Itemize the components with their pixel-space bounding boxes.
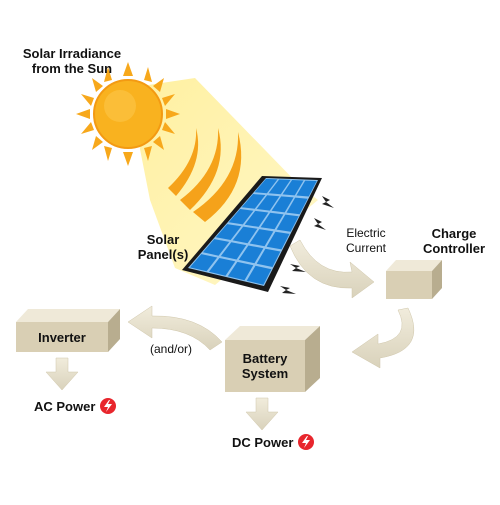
charge-controller-box [386, 260, 442, 299]
solar-cell [260, 212, 284, 230]
arrow-panel-to-controller [289, 239, 375, 299]
solar-cell [215, 224, 242, 240]
solar-cell [227, 261, 254, 281]
solar-cell [208, 258, 236, 276]
solar-cell [228, 209, 254, 225]
solar-cell [249, 229, 274, 247]
current-label-line-2: Current [345, 241, 386, 255]
solar-cell [268, 179, 291, 195]
inverter-label: Inverter [38, 330, 86, 345]
sun-label: Solar Irradiance from the Sun [12, 46, 132, 76]
dc-power-output: DC Power [232, 434, 315, 450]
electric-current-label: Electric Current [336, 226, 396, 256]
panel-label-line-2: Panel(s) [137, 247, 189, 262]
current-label-line-1: Electric [346, 226, 386, 240]
solar-cell [276, 214, 299, 232]
panel-label-line-1: Solar [146, 232, 180, 247]
arrow-controller-to-battery [351, 307, 415, 369]
and-or-label: (and/or) [150, 342, 193, 356]
solar-cell [189, 254, 218, 272]
electric-sparks-icon [280, 196, 334, 294]
lightning-bolt-icon [100, 398, 117, 414]
solar-cell [296, 180, 317, 197]
sun-label-line-2: from the Sun [31, 61, 113, 76]
solar-panel-label: Solar Panel(s) [128, 232, 198, 262]
arrow-battery-to-inverter [127, 305, 223, 351]
ac-power-output: AC Power [34, 398, 117, 414]
sun-icon [76, 62, 180, 166]
arrow-inverter-down [45, 357, 79, 391]
dc-power-label: DC Power [232, 434, 294, 450]
arrow-battery-down [245, 397, 279, 431]
solar-cell [271, 196, 294, 213]
solar-cell [241, 194, 266, 209]
solar-cell [256, 195, 280, 211]
solar-cell [282, 180, 304, 196]
controller-label-line-2: Controller [422, 241, 486, 256]
solar-cell [238, 245, 264, 264]
lightning-bolt-icon [298, 434, 315, 450]
sun-label-line-1: Solar Irradiance [22, 46, 122, 61]
ac-power-label: AC Power [34, 398, 96, 414]
inverter-box [16, 309, 120, 352]
solar-cell [202, 239, 230, 256]
solar-cell [266, 231, 290, 250]
battery-label-line-1: Battery [242, 351, 288, 366]
radiation-waves [168, 128, 242, 222]
battery-label-line-2: System [241, 366, 289, 381]
battery-system-label: Battery System [225, 351, 305, 381]
controller-label-line-1: Charge [431, 226, 477, 241]
battery-system-box [225, 326, 320, 392]
solar-cell [256, 248, 281, 267]
solar-panel [182, 176, 322, 292]
solar-cell [286, 197, 308, 215]
solar-cell [232, 226, 258, 244]
charge-controller-label: Charge Controller [412, 226, 496, 256]
solar-cell [244, 210, 269, 227]
solar-cell [220, 242, 247, 260]
solar-cell [254, 178, 278, 194]
solar-cell [246, 265, 272, 285]
